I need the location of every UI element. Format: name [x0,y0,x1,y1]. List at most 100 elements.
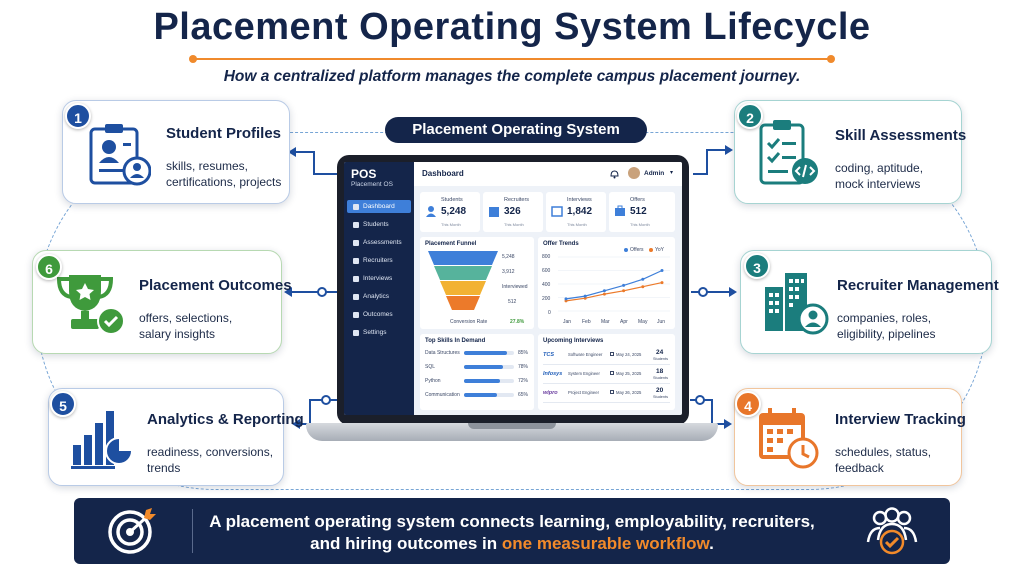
user-name[interactable]: Admin [644,170,665,177]
top-bar: Dashboard Admin ▾ [414,162,682,186]
banner-line2-post: . [709,534,714,553]
skill-pct: 65% [518,392,529,398]
stat-sub: This Month [504,222,524,227]
skill-name: Python [425,378,441,384]
offers-point [622,283,626,287]
trophy-icon [56,275,125,335]
card-desc-line2: trends [147,461,181,475]
card-title: Analytics & Reporting [147,411,304,428]
bar-pie-chart-icon [71,411,133,469]
connector-6 [284,287,338,297]
skills-panel: Top Skills In Demand Data Structures 85%… [420,334,534,410]
sidebar-item-interviews[interactable]: Interviews [347,272,411,285]
stat-sub: This Month [567,222,587,227]
card-skill-assessments: Skill Assessments coding, aptitude, mock… [734,100,966,204]
banner-line2-pre: and hiring outcomes in [310,534,502,553]
company-logo: TCS [543,352,554,358]
funnel-stage-2 [434,266,492,280]
bell-icon[interactable] [610,169,619,179]
target-icon [353,312,359,318]
card-analytics-reporting: Analytics & Reporting readiness, convers… [48,388,304,486]
briefcase-icon [615,205,625,216]
legend-swatch-offers [624,248,628,252]
stat-value: 326 [504,206,521,217]
funnel-chart [428,251,498,310]
funnel-panel: Placement Funnel 5,248 3,912 Interviewed… [420,237,534,329]
y-tick: 800 [542,254,551,260]
sidebar-item-assessments[interactable]: Assessments [347,236,411,249]
checkbox-icon [353,240,359,246]
interview-date: May 26, 2025 [616,390,642,395]
connector-1 [288,147,338,175]
calendar-icon [610,371,614,375]
upcoming-interviews-panel: Upcoming Interviews TCS Software Enginee… [538,334,675,410]
interview-role: System Engineer [568,371,600,376]
y-tick: 0 [548,310,551,316]
card-desc-line2: eligibility, pipelines [837,327,936,341]
sidebar-item-outcomes[interactable]: Outcomes [347,308,411,321]
avatar[interactable] [628,167,640,179]
calendar-icon [610,390,614,394]
row-divider [543,383,670,384]
stat-value: 5,248 [441,206,467,217]
sidebar-item-recruiters[interactable]: Recruiters [347,254,411,267]
row-divider [543,402,670,403]
card-recruiter-management: Recruiter Management companies, roles, e… [740,250,999,354]
step-badge-3: 3 [744,253,770,279]
stat-card-interviews: Interviews 1,842 This Month [546,192,606,232]
brand-subtitle: Placement OS [351,181,393,188]
funnel-value: 3,912 [502,269,515,275]
skill-name: Data Structures [425,350,460,356]
interview-date: May 25, 2025 [616,371,642,376]
sidebar-item-dashboard[interactable]: Dashboard [347,200,411,213]
legend-label: Offers [630,247,644,253]
page-subtitle: How a centralized platform manages the c… [223,68,801,85]
dashboard-icon [353,204,359,210]
banner-line1: A placement operating system connects le… [209,512,815,531]
funnel-stage-1 [428,251,498,265]
step-badge-6: 6 [36,254,62,280]
x-tick: Feb [582,319,591,325]
funnel-value: 512 [508,299,517,305]
offers-line [565,269,663,300]
gear-icon [353,330,359,336]
sidebar-item-analytics[interactable]: Analytics [347,290,411,303]
yoy-line [565,282,663,302]
nav-label: Recruiters [363,257,393,264]
laptop-base [306,423,718,441]
page-title: Placement Operating System Lifecycle [153,6,871,48]
clipboard-check-icon [759,120,818,185]
chat-icon [353,276,359,282]
panel-title: Top Skills In Demand [425,338,486,344]
laptop-notch [468,423,556,429]
trend-plot [558,256,670,312]
y-tick: 200 [542,296,551,302]
nav-label: Dashboard [363,203,395,210]
stat-card-offers: Offers 512 This Month [609,192,675,232]
stat-value: 1,842 [567,206,593,217]
card-desc-line1: readiness, conversions, [147,445,274,459]
card-interview-tracking: Interview Tracking schedules, status, fe… [734,388,966,486]
conversion-label: Conversion Rate [450,319,488,325]
interview-unit: Students [653,376,668,380]
sidebar-item-students[interactable]: Students [347,218,411,231]
stat-label: Offers [630,197,645,203]
sidebar-item-settings[interactable]: Settings [347,326,411,339]
x-tick: Apr [620,319,628,325]
funnel-stage-4 [446,296,480,310]
card-title: Recruiter Management [837,277,999,294]
user-icon [426,206,436,217]
nav-label: Interviews [363,275,393,282]
team-check-icon [866,507,918,555]
card-desc-line1: schedules, status, [835,445,932,459]
card-desc-line1: coding, aptitude, [835,161,924,175]
legend-label: YoY [655,247,664,253]
skill-pct: 85% [518,350,529,356]
interview-unit: Students [653,357,668,361]
stat-card-students: Students 5,248 This Month [420,192,480,232]
card-title: Skill Assessments [835,127,967,144]
chevron-down-icon[interactable]: ▾ [670,170,674,176]
legend-swatch-yoy [649,248,653,252]
stat-sub: This Month [441,222,461,227]
id-card-icon [89,124,151,186]
